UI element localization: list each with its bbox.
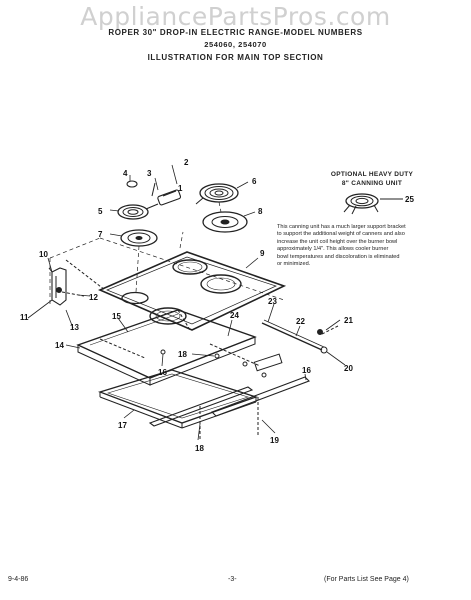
- callout-2: 2: [184, 158, 189, 167]
- cutout-outline: [49, 201, 285, 305]
- callout-11: 11: [20, 313, 29, 322]
- watermark: AppliancePartsPros.com: [80, 2, 391, 31]
- callout-22: 22: [296, 317, 305, 326]
- trim-strip-19: [211, 376, 310, 435]
- canning-unit: [343, 193, 403, 215]
- callout-16b: 16: [302, 366, 311, 375]
- title-line-1: ROPER 30" DROP-IN ELECTRIC RANGE-MODEL N…: [108, 28, 363, 37]
- callout-7: 7: [98, 230, 103, 239]
- callout-8: 8: [258, 207, 263, 216]
- model-numbers: 254060, 254070: [204, 40, 267, 49]
- callout-9: 9: [260, 249, 265, 258]
- callout-16: 16: [158, 368, 167, 377]
- footer-date: 9-4-86: [8, 576, 29, 583]
- footer-parts-reference: (For Parts List See Page 4): [324, 576, 409, 583]
- leader-lines: [27, 164, 346, 441]
- optional-title-1: OPTIONAL HEAVY DUTY: [330, 171, 414, 178]
- drip-bowl-8: [202, 211, 248, 233]
- callout-18: 18: [178, 350, 187, 359]
- bottom-pan: [97, 369, 259, 429]
- surface-unit-5: [117, 203, 159, 220]
- callout-5: 5: [98, 207, 103, 216]
- surface-unit-6: [195, 183, 239, 205]
- canning-unit-note: This canning unit has a much larger supp…: [277, 224, 462, 268]
- lower-frame: [76, 309, 257, 386]
- callout-4: 4: [123, 169, 128, 178]
- callout-19: 19: [270, 436, 279, 445]
- callout-13: 13: [70, 323, 79, 332]
- trim-strip-18: [148, 386, 254, 440]
- cooktop-panel: [97, 251, 287, 331]
- note-line: to support the additional weight of cann…: [277, 231, 405, 238]
- callout-14: 14: [55, 341, 64, 350]
- callout-21: 21: [344, 316, 353, 325]
- callout-20: 20: [344, 364, 353, 373]
- callout-3: 3: [147, 169, 152, 178]
- callout-10: 10: [39, 250, 48, 259]
- note-line: bowl temperatures and discoloration is e…: [277, 253, 400, 260]
- callout-23: 23: [268, 297, 277, 306]
- callout-6: 6: [252, 177, 257, 186]
- callout-labels: 2 4 3 1 6 5 8 7 9 10 12 11 13 15 14 16 1…: [20, 158, 414, 453]
- callout-25: 25: [405, 195, 414, 204]
- callout-24: 24: [230, 311, 239, 320]
- note-line: This canning unit has a much larger supp…: [277, 224, 406, 230]
- drip-bowl-7: [120, 229, 158, 247]
- rod-assembly: [209, 319, 339, 378]
- footer-page-number: -3-: [228, 576, 237, 583]
- callout-17: 17: [118, 421, 127, 430]
- illustration-title: ILLUSTRATION FOR MAIN TOP SECTION: [147, 53, 324, 62]
- note-line: increase the unit coil height over the b…: [277, 238, 398, 245]
- terminal-block: [126, 180, 182, 206]
- optional-title-2: 8" CANNING UNIT: [341, 180, 403, 187]
- callout-18b: 18: [195, 444, 204, 453]
- callout-15: 15: [112, 312, 121, 321]
- callout-1: 1: [178, 184, 183, 193]
- callout-12: 12: [89, 293, 98, 302]
- note-line: or minimized.: [277, 261, 311, 268]
- note-line: approximately 1/4". This allows cooler b…: [277, 246, 389, 253]
